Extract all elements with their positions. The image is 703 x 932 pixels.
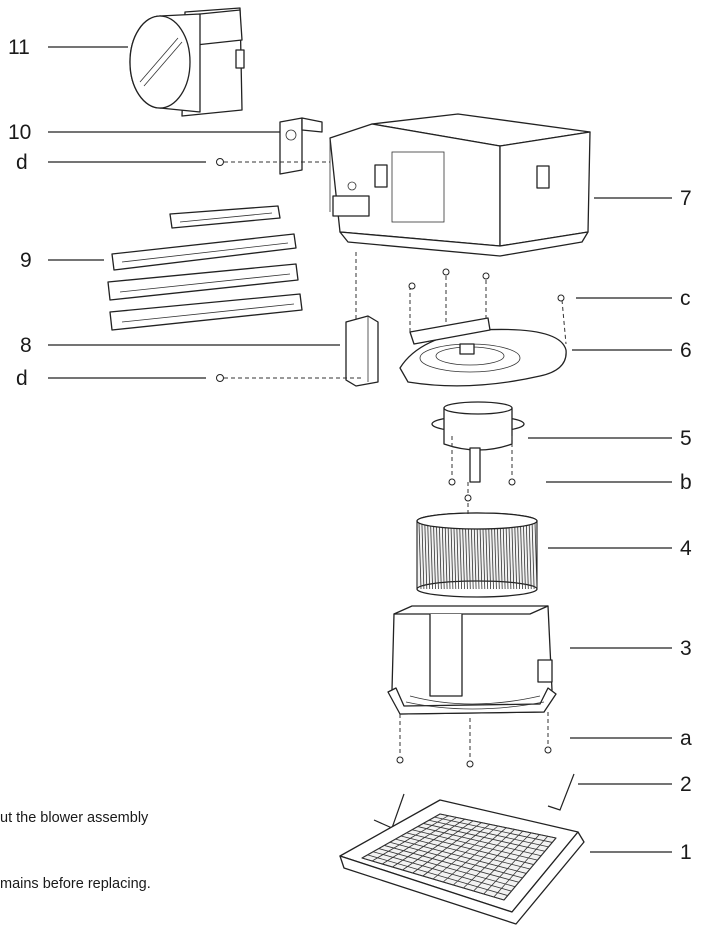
part-6-mounting-plate	[399, 317, 567, 387]
blower-blade	[470, 522, 474, 590]
callout-11: 11	[8, 36, 30, 59]
callout-7: 7	[680, 187, 692, 210]
blower-blade	[488, 522, 491, 590]
grille-mesh-line	[453, 829, 515, 886]
blower-blade	[511, 522, 515, 590]
blower-blade	[499, 522, 503, 590]
leader-lines	[48, 46, 672, 853]
blower-blade	[467, 522, 471, 590]
blower-blade	[421, 522, 425, 590]
blower-blade	[514, 522, 518, 590]
grille-mesh-line	[382, 817, 457, 865]
blower-blade	[473, 522, 477, 590]
blower-blade	[433, 522, 436, 590]
blower-blade	[418, 522, 422, 590]
blower-blade	[502, 522, 506, 590]
callout-c: c	[680, 287, 691, 310]
part-3-blower-housing	[387, 605, 557, 715]
grille-mesh-line	[473, 832, 532, 892]
blower-blade	[438, 522, 442, 590]
grille-mesh-line	[493, 836, 549, 898]
grille-mesh-line	[432, 825, 499, 880]
callout-10: 10	[8, 121, 31, 144]
callout-d-top: d	[16, 151, 28, 174]
blower-blade	[450, 522, 454, 590]
callout-b: b	[680, 471, 692, 494]
blower-blade	[444, 522, 448, 590]
blower-blade	[523, 522, 526, 590]
blower-blade	[427, 522, 431, 590]
part-4-blower-wheel	[416, 512, 538, 598]
blower-blade	[525, 522, 529, 590]
grille-mesh-line	[463, 830, 524, 889]
blower-blade	[485, 522, 489, 590]
grille-mesh-line	[483, 834, 540, 895]
blower-blade	[430, 522, 433, 590]
part-8-corner-bracket	[345, 315, 379, 387]
grille-mesh-line	[442, 827, 507, 883]
grille-mesh-line	[371, 815, 449, 862]
blower-blade	[517, 522, 520, 590]
part-11-duct-connector	[129, 7, 245, 117]
callout-d-bottom: d	[16, 367, 28, 390]
part-5-motor	[431, 401, 525, 483]
part-7-housing	[329, 113, 591, 257]
callout-1: 1	[680, 841, 692, 864]
blower-blade	[465, 522, 468, 590]
part-9-mounting-rails	[107, 205, 303, 331]
blower-blade	[479, 522, 483, 590]
blower-blade	[441, 522, 445, 590]
callout-6: 6	[680, 339, 692, 362]
blower-blade	[534, 522, 538, 590]
blower-blade	[505, 522, 509, 590]
blower-blade	[476, 522, 480, 590]
part-1-grille	[339, 799, 585, 925]
callout-labels: 11 10 d 7 9 c 8 6 d 5 b 4 3 a 2 1	[8, 36, 692, 864]
grille-mesh-line	[503, 837, 557, 901]
blower-blade	[462, 522, 465, 590]
grille-mesh-line	[402, 820, 474, 871]
screws	[216, 158, 565, 768]
grille-mesh-line	[361, 813, 441, 859]
note-line-1: ut the blower assembly	[0, 810, 149, 826]
blower-blade	[491, 522, 494, 590]
callout-a: a	[680, 727, 692, 750]
callout-4: 4	[680, 537, 692, 560]
assembly-guides	[224, 161, 567, 760]
blower-blade	[528, 522, 532, 590]
blower-blade	[496, 522, 500, 590]
callout-3: 3	[680, 637, 692, 660]
callout-5: 5	[680, 427, 692, 450]
callout-8: 8	[20, 334, 32, 357]
blower-blade	[436, 522, 439, 590]
part-10-bracket	[279, 117, 323, 175]
blower-blade	[531, 522, 535, 590]
blower-blade	[494, 522, 497, 590]
blower-blade	[459, 522, 462, 590]
blower-blade	[482, 522, 486, 590]
blower-blade	[424, 522, 428, 590]
grille-mesh-line	[412, 822, 482, 874]
blower-blade	[453, 522, 457, 590]
callout-9: 9	[20, 249, 32, 272]
blower-blade	[447, 522, 451, 590]
grille-mesh-line	[392, 818, 466, 868]
note-line-2: mains before replacing.	[0, 876, 151, 892]
blower-blade	[508, 522, 512, 590]
blower-blade	[456, 522, 460, 590]
callout-2: 2	[680, 773, 692, 796]
blower-blade	[520, 522, 523, 590]
grille-mesh-line	[422, 823, 490, 877]
